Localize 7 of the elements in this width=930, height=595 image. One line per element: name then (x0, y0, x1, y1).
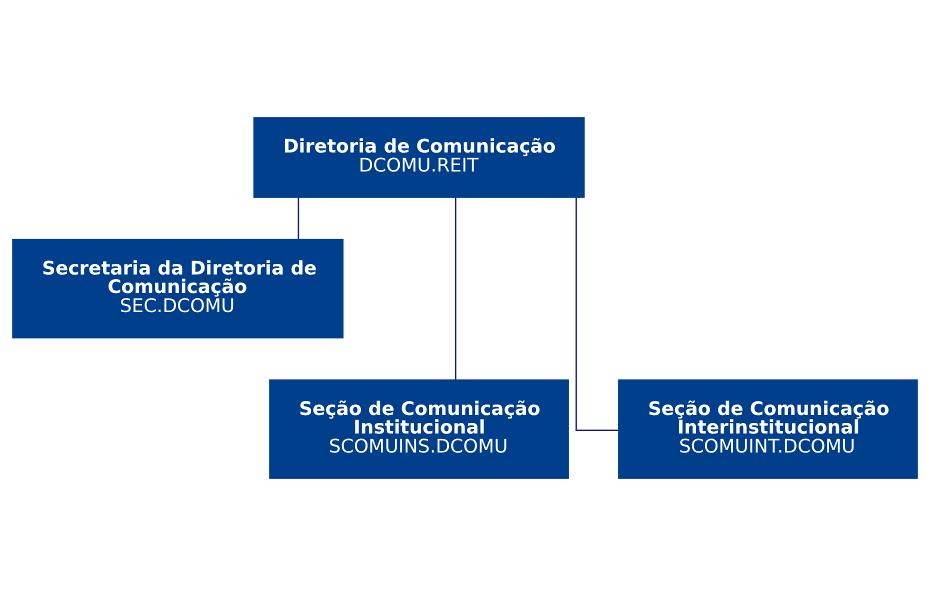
node-box: Secretaria da Diretoria de Comunicação SEC.DCOMU (12, 238, 344, 338)
node-box: Diretoria de Comunicação DCOMU.REIT (253, 116, 585, 198)
connector (454, 197, 456, 380)
node-box: Seção de Comunicação Institucional SCOMUINS.DCOMU (269, 378, 569, 478)
connector (576, 197, 618, 431)
connector (298, 197, 300, 239)
node-box: Seção de Comunicação Interinstitucional SCOMUINT.DCOMU (618, 378, 918, 478)
